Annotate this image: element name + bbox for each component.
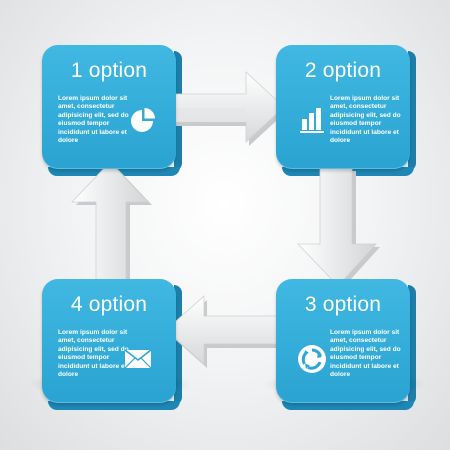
cycle-icon <box>296 343 328 380</box>
option-title: 1 option <box>70 59 148 82</box>
arrow-4-to-1 <box>71 161 152 289</box>
arrow-2-to-3 <box>297 167 380 289</box>
option-title: 4 option <box>70 293 148 316</box>
option-box-3: 3 option Lorem ipsum dolor sit amet, con… <box>276 279 416 410</box>
option-box-2: 2 option Lorem ipsum dolor sit amet, con… <box>276 45 416 176</box>
option-title: 2 option <box>304 59 382 82</box>
option-description: Lorem ipsum dolor sit amet, consectetur … <box>330 95 401 145</box>
option-description: Lorem ipsum dolor sit amet, consectetur … <box>330 329 401 379</box>
option-box-4: 4 option Lorem ipsum dolor sit amet, con… <box>42 279 182 410</box>
arrow-1-to-2 <box>169 71 287 146</box>
option-box-1: 1 option Lorem ipsum dolor sit amet, con… <box>42 45 182 176</box>
envelope-icon <box>124 349 152 374</box>
bar-chart-icon <box>298 105 328 140</box>
option-title: 3 option <box>304 293 382 316</box>
option-description: Lorem ipsum dolor sit amet, consectetur … <box>58 329 129 379</box>
arrow-3-to-4 <box>165 295 283 368</box>
pie-chart-icon <box>128 105 158 140</box>
option-description: Lorem ipsum dolor sit amet, consectetur … <box>58 95 129 145</box>
